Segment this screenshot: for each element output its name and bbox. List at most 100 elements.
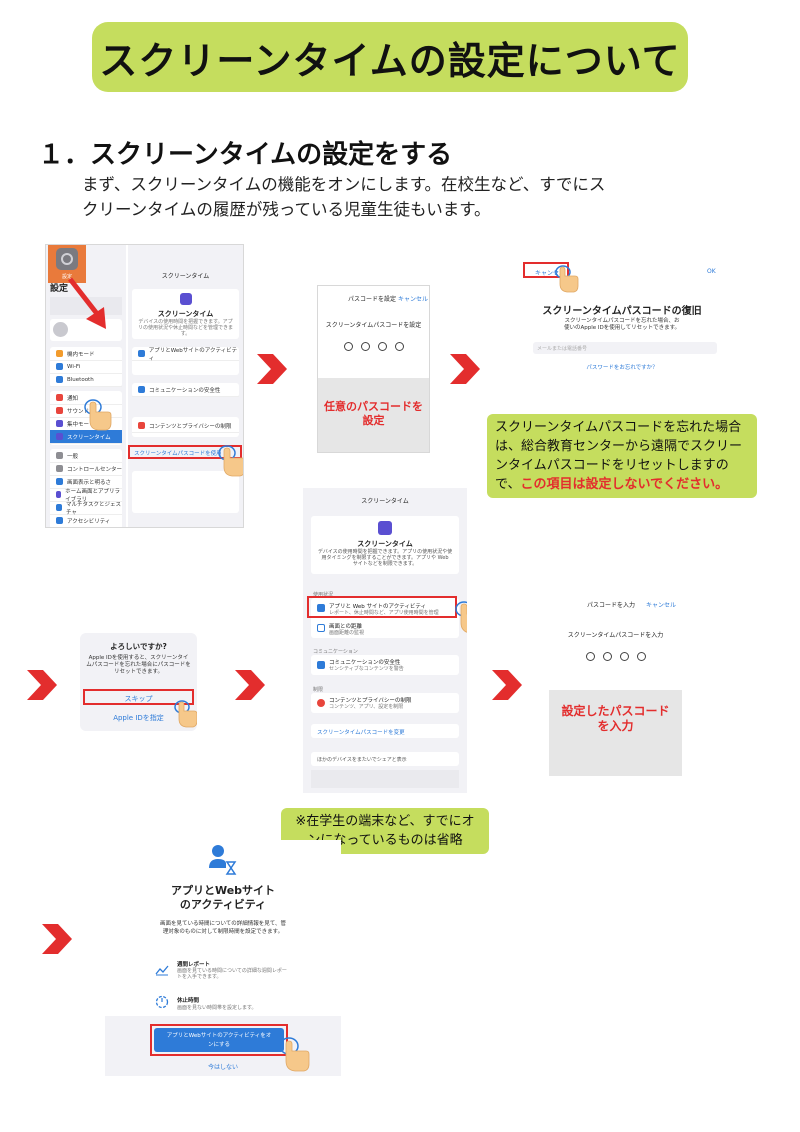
intro-line: クリーンタイムの履歴が残っている児童生徒もいます。 (82, 200, 491, 219)
title-line: アプリとWebサイト (170, 884, 276, 897)
cancel-button[interactable]: キャンセル (535, 270, 566, 277)
link-label: スクリーンタイムパスコードを変更 (317, 730, 405, 736)
sidebar-item[interactable]: Bluetooth (50, 373, 122, 387)
dialog-title: よろしいですか? (110, 642, 167, 651)
settings-detail-pane: スクリーンタイム スクリーンタイム デバイスの使用時間を把握できます。アプリの使… (128, 245, 243, 527)
use-apple-id-button[interactable]: Apple IDを指定 (113, 714, 164, 722)
note-line: で、この項目は設定しないでください。 (495, 475, 749, 494)
share-across-devices-row[interactable]: ほかのデバイスをまたいでシェアと表示 (311, 752, 459, 766)
overlay-instruction: 任意のパスコードを 設定 (318, 400, 429, 428)
sound-icon (56, 407, 63, 414)
sidebar-title: 設定 (50, 284, 69, 294)
footer-desc (311, 770, 459, 788)
cancel-button[interactable]: キャンセル (398, 296, 429, 303)
row-comm-safety[interactable]: コミュニケーションの安全性 (132, 383, 239, 397)
pane-header: スクリーンタイム (361, 498, 409, 505)
rows-group: コミュニケーションの安全性 (132, 383, 239, 397)
button-line: アプリとWebサイトのアクティビティをオ (166, 1033, 272, 1039)
sidebar-item[interactable]: コントロールセンター (50, 462, 122, 476)
sidebar-item-screentime[interactable]: スクリーンタイム (50, 430, 122, 444)
next-step-arrow-icon (448, 352, 482, 386)
page-title: スクリーンタイムの設定について (92, 22, 688, 92)
row-title: コンテンツとプライバシーの制限 (329, 698, 412, 704)
already-on-note: ※在学生の端末など、すでにオ ンになっているものは省略 (281, 808, 489, 854)
row-content-privacy[interactable]: コンテンツとプライバシーの制限 (132, 419, 239, 433)
row-label: コミュニケーションの安全性 (149, 387, 221, 394)
row-subtitle: コンテンツ、アプリ、設定を制限 (329, 704, 404, 710)
screenshot-screentime-main: スクリーンタイム スクリーンタイム デバイスの使用時間を把握できます。アプリの使… (303, 488, 467, 793)
recovery-title: スクリーンタイムパスコードの復旧 (542, 306, 702, 317)
person-hourglass-icon (209, 845, 237, 875)
moon-icon (56, 420, 63, 427)
desc-line: 理対象のものに対して制限時間を設定できます。 (162, 929, 284, 935)
highlight-box: スキップ (83, 689, 194, 705)
skip-button[interactable]: スキップ (124, 695, 153, 703)
ok-button[interactable]: OK (707, 268, 716, 275)
title-line: のアクティビティ (179, 898, 267, 911)
activity-title: アプリとWebサイト のアクティビティ (105, 884, 341, 912)
passcode-dots (549, 646, 682, 665)
sidebar-item[interactable]: 機内モード (50, 347, 122, 361)
message-icon (138, 386, 145, 393)
sidebar-item-label: 集中モード (67, 421, 95, 428)
row-subtitle: レポート、休止時間など、アプリ使用時間を管理 (329, 610, 439, 616)
row-comm-safety[interactable]: コミュニケーションの安全性 センシティブなコンテンツを警告 (311, 655, 459, 675)
sidebar-item-label: アクセシビリティ (67, 518, 111, 525)
message-icon (317, 661, 325, 669)
settings-app-tile[interactable]: 設定 (48, 245, 86, 283)
multitask-icon (56, 504, 62, 511)
sidebar-item-label: 画面表示と明るさ (67, 479, 112, 486)
note-line: ンになっているものは省略 (307, 833, 463, 848)
forgot-password-link[interactable]: パスワードをお忘れですか？ (586, 365, 658, 371)
accessibility-icon (56, 517, 63, 524)
note-line: ※在学生の端末など、すでにオ (295, 814, 475, 829)
display-icon (56, 478, 63, 485)
row-title[interactable]: 画面との距離 (329, 624, 362, 630)
usage-group: アプリと Web サイトのアクティビティ レポート、休止時間など、アプリ使用時間… (311, 598, 459, 638)
sidebar-item[interactable]: Wi-Fi (50, 360, 122, 374)
sidebar-item[interactable]: マルチタスクとジェスチャ (50, 501, 122, 516)
apple-id-input[interactable]: メールまたは電話番号 (533, 342, 717, 354)
card-desc: デバイスの使用時間を把握できます。アプリの使用状況や使 用タイミングを制限するこ… (315, 549, 455, 567)
home-icon (56, 491, 62, 498)
chart-icon (138, 350, 145, 357)
hourglass-icon (378, 521, 392, 535)
tap-hand-icon (455, 601, 467, 633)
tap-hand-icon (84, 399, 112, 431)
sidebar-item[interactable]: 画面表示と明るさ (50, 475, 122, 489)
sidebar-item[interactable]: ホーム画面とアプリライブラリ (50, 488, 122, 503)
cancel-button[interactable]: キャンセル (646, 602, 677, 609)
desc-line: デバイスの使用時間を把握できます。アプリの使用状況や使 (317, 549, 453, 555)
sidebar-item[interactable]: アクセシビリティ (50, 514, 122, 527)
overlay-line: 設定 (362, 414, 385, 427)
next-step-arrow-icon (255, 352, 289, 386)
section-heading: １．スクリーンタイムの設定をする (38, 140, 453, 170)
overlay-box: 任意のパスコードを 設定 (318, 378, 429, 452)
nav-title: パスコードを設定 (348, 296, 397, 303)
turn-on-activity-button[interactable]: アプリとWebサイトのアクティビティをオ ンにする (154, 1028, 284, 1052)
overlay-line: 設定したパスコード (561, 704, 670, 718)
restrict-icon (317, 699, 325, 707)
desc-line: サイトなどを制限できます。 (352, 561, 418, 567)
not-now-button[interactable]: 今はしない (207, 1064, 238, 1071)
row-content-privacy[interactable]: コンテンツとプライバシーの制限 コンテンツ、アプリ、設定を制限 (311, 693, 459, 713)
activity-desc: 画面を見ている時間についての詳細情報を見て、管 理対象のものに対して制限時間を設… (105, 920, 341, 936)
pane-header: スクリーンタイム (161, 273, 210, 280)
chart-line-icon (155, 965, 169, 976)
sidebar-item[interactable]: 一般 (50, 449, 122, 463)
sidebar-item-label: スクリーンタイム (67, 434, 111, 441)
sidebar-item[interactable]: サウンド (50, 404, 122, 418)
passcode-warning-note: スクリーンタイムパスコードを忘れた場合 は、総合教育センターから遠隔でスクリー … (487, 414, 757, 498)
change-passcode-link[interactable]: スクリーンタイムパスコードを変更 (311, 724, 459, 738)
row-subtitle: 画面距離の監視 (329, 630, 365, 636)
card-desc: デバイスの使用時間を把握できます。アプリの使用状況や休止時間などを管理できます。 (138, 319, 234, 337)
note-line: は、総合教育センターから遠隔でスクリー (495, 439, 743, 454)
passcode-link[interactable]: スクリーンタイムパスコードを使用 (134, 451, 222, 457)
row-app-activity[interactable]: アプリとWebサイトのアクティビティ (132, 347, 239, 362)
item-title: 週間レポート (177, 962, 211, 968)
passcode-prompt: スクリーンタイムパスコードを設定 (325, 322, 422, 329)
settings-sidebar: 設定 機内モード Wi-Fi Bluetooth 通知 サウンド 集中モード ス… (46, 245, 126, 527)
highlight-box-app-activity[interactable] (307, 596, 457, 618)
distance-icon (317, 624, 325, 632)
bluetooth-icon (56, 376, 63, 383)
